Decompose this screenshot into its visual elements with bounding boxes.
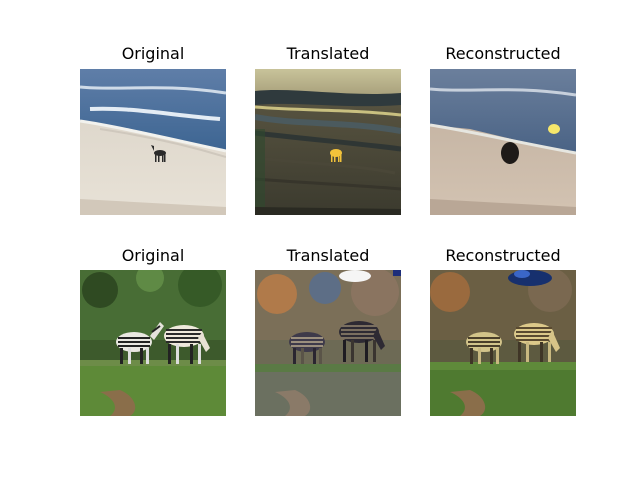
row2-translated-title: Translated — [286, 246, 370, 265]
row1-translated-image — [255, 69, 401, 215]
row1-reconstructed-title: Reconstructed — [445, 44, 561, 63]
row2-reconstructed-title: Reconstructed — [445, 246, 561, 265]
row1-original-image — [80, 69, 226, 215]
row2-original-title: Original — [121, 246, 185, 265]
row2-original-image — [80, 270, 226, 416]
row2-translated-image — [255, 270, 401, 416]
row1-original-title: Original — [121, 44, 185, 63]
row1-reconstructed-image — [430, 69, 576, 215]
row2-reconstructed-image — [430, 270, 576, 416]
row1-translated-title: Translated — [286, 44, 370, 63]
